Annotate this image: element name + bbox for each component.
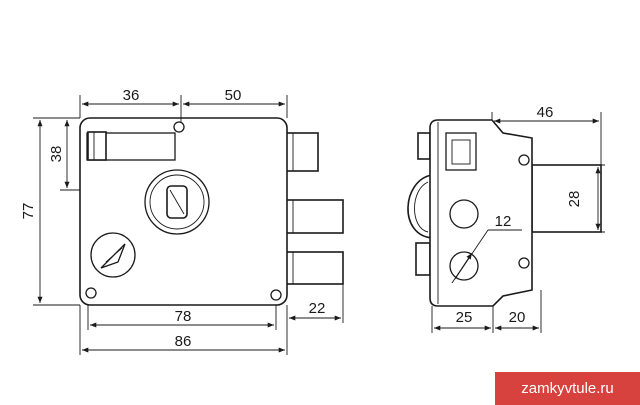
screw-top-right: [173, 121, 185, 133]
dim-86: 86: [175, 333, 192, 350]
side-screw-1: [518, 154, 530, 166]
side-latch-window: [445, 132, 477, 171]
dim-22: 22: [309, 300, 326, 317]
side-knob: [407, 174, 433, 239]
side-body: [429, 119, 533, 307]
key-cylinder: [144, 169, 210, 235]
side-rear-tab-lower: [415, 242, 431, 276]
rotary-knob: [90, 232, 136, 278]
dim-46: 46: [537, 104, 554, 121]
side-rear-tab: [417, 132, 431, 160]
lower-bolt: [279, 251, 344, 285]
dim-28: 28: [566, 191, 583, 208]
latch-tongue: [87, 131, 107, 161]
screw-bottom-left: [85, 287, 97, 299]
dim-78: 78: [175, 308, 192, 325]
latch-slot: [86, 132, 176, 161]
dim-50: 50: [225, 87, 242, 104]
middle-bolt: [279, 199, 344, 234]
dim-12: 12: [495, 213, 512, 230]
front-view: 36 50 77 38 78 86 22: [20, 87, 344, 355]
dim-77: 77: [20, 203, 37, 220]
side-screw-2: [518, 257, 530, 269]
dim-38: 38: [48, 146, 65, 163]
dim-25: 25: [456, 309, 473, 326]
screw-bottom-right: [270, 289, 282, 301]
dim-36: 36: [123, 87, 140, 104]
side-view: 46 28 12 25 20: [407, 104, 605, 333]
side-hole-upper: [449, 199, 479, 229]
site-watermark: zamkyvtule.ru: [495, 372, 640, 405]
dim-20: 20: [509, 309, 526, 326]
